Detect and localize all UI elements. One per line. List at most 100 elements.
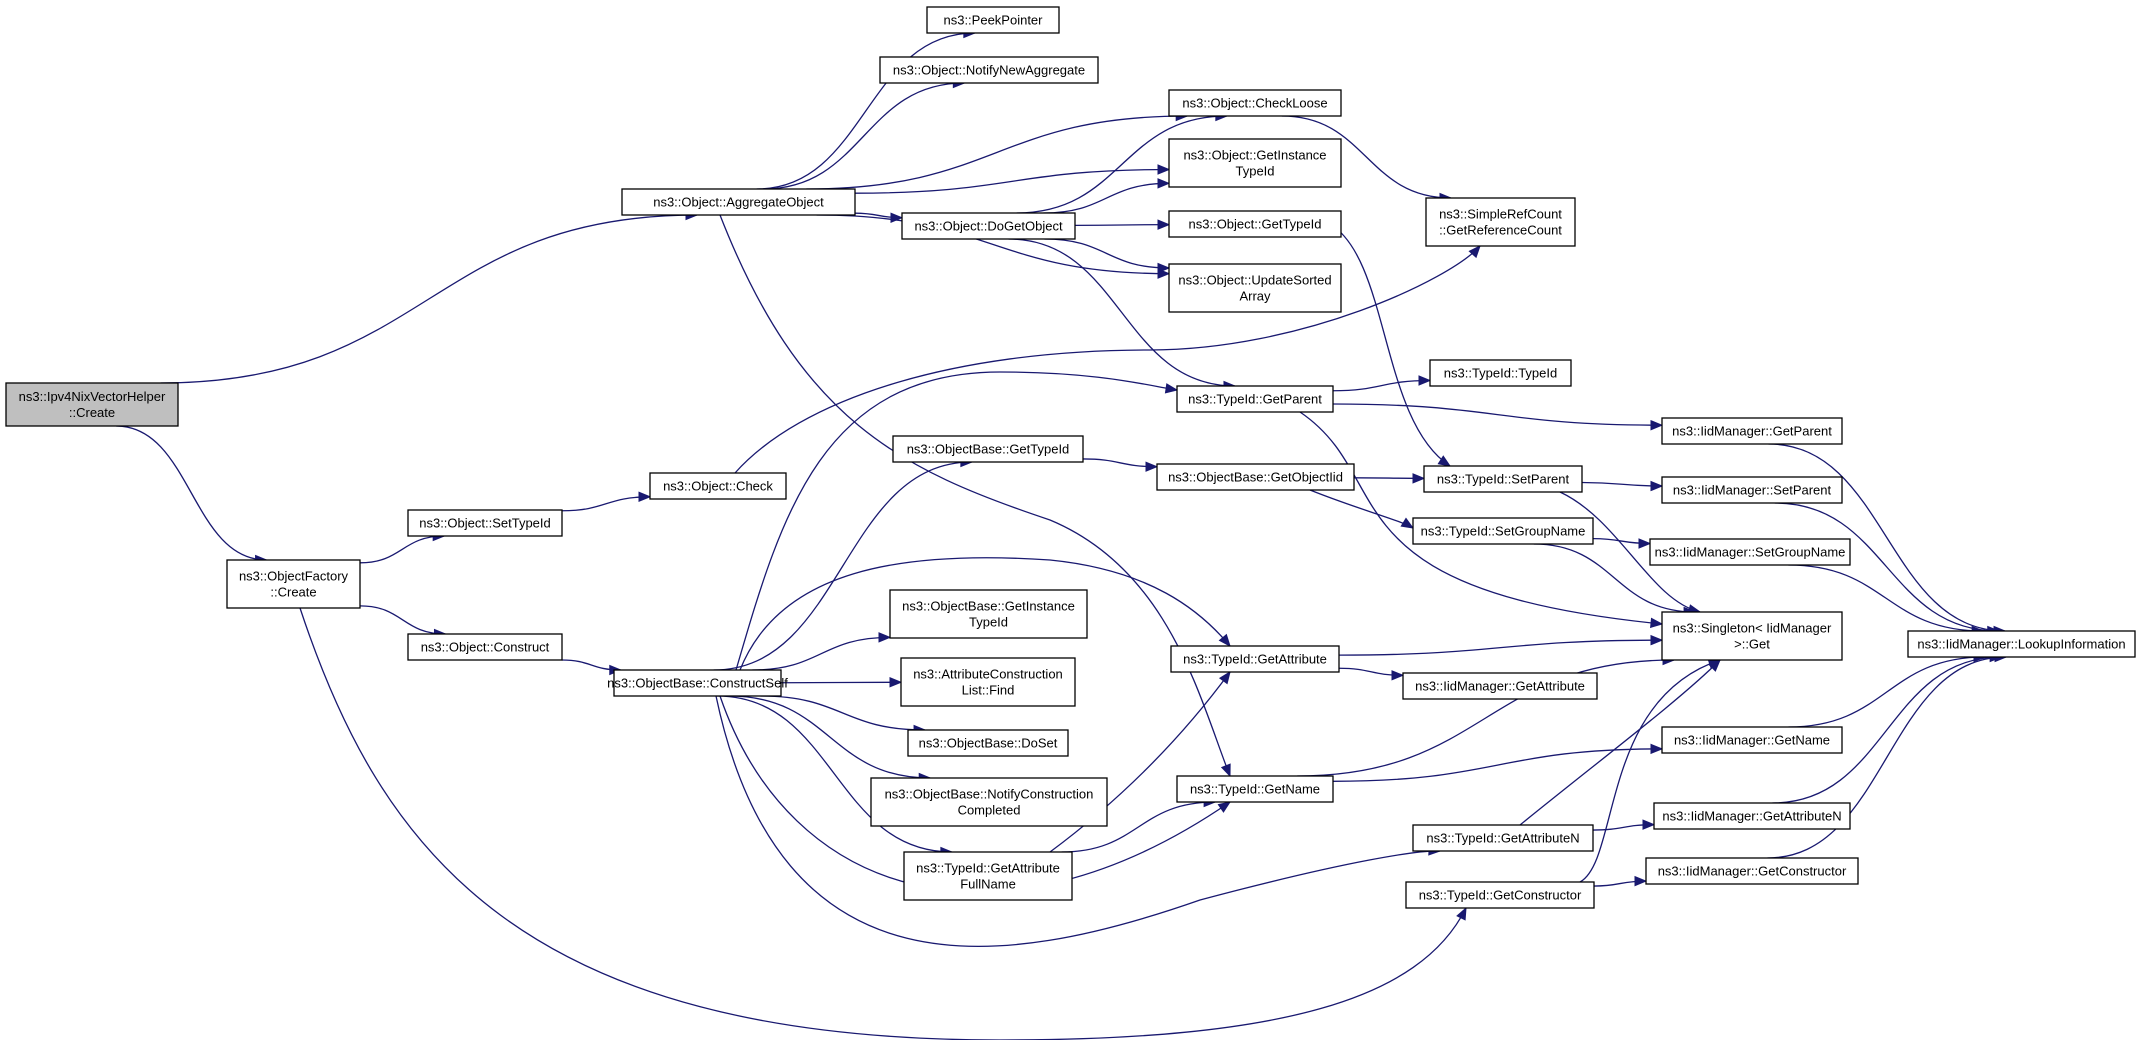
node-iidmanager_getname[interactable]: ns3::IidManager::GetName: [1661, 726, 1843, 754]
edge-objfactory_create-to-typeid_getconstructor: [299, 607, 1467, 1040]
arrow-head-icon: [1164, 383, 1179, 394]
node-box[interactable]: [1168, 138, 1342, 188]
node-box[interactable]: [1176, 775, 1334, 803]
node-box[interactable]: [1645, 857, 1859, 885]
node-label: ns3::TypeId::GetName: [1190, 782, 1320, 797]
node-box[interactable]: [1429, 359, 1572, 387]
node-iidmanager_setparent[interactable]: ns3::IidManager::SetParent: [1661, 476, 1843, 504]
node-iidmanager_getconstructor[interactable]: ns3::IidManager::GetConstructor: [1645, 857, 1859, 885]
node-box[interactable]: [226, 559, 361, 609]
node-object_aggregate[interactable]: ns3::Object::AggregateObject: [621, 188, 856, 216]
node-iidmanager_getattributen[interactable]: ns3::IidManager::GetAttributeN: [1653, 802, 1851, 830]
node-object_check[interactable]: ns3::Object::Check: [649, 472, 787, 500]
node-objbase_constructself[interactable]: ns3::ObjectBase::ConstructSelf: [607, 669, 788, 697]
arrow-head-icon: [1217, 801, 1232, 813]
node-simplerefcount_getreferencecount[interactable]: ns3::SimpleRefCount::GetReferenceCount: [1425, 197, 1576, 247]
node-typeid_getparent[interactable]: ns3::TypeId::GetParent: [1176, 385, 1334, 413]
node-peekpointer[interactable]: ns3::PeekPointer: [926, 6, 1060, 34]
node-typeid_typeid[interactable]: ns3::TypeId::TypeId: [1429, 359, 1572, 387]
node-box[interactable]: [1907, 630, 2136, 658]
node-box[interactable]: [870, 777, 1108, 827]
arrow-head-icon: [1157, 178, 1171, 189]
node-label: ns3::Object::AggregateObject: [653, 195, 824, 210]
node-objbase_gettypeid[interactable]: ns3::ObjectBase::GetTypeId: [892, 435, 1084, 463]
node-box[interactable]: [926, 6, 1060, 34]
node-label: ns3::ObjectFactory: [239, 569, 349, 584]
node-ipv4nix_create[interactable]: ns3::Ipv4NixVectorHelper::Create: [5, 382, 179, 427]
node-label: ns3::IidManager::SetGroupName: [1655, 545, 1846, 560]
node-box[interactable]: [1176, 385, 1334, 413]
edge-typeid_getconstructor-to-singleton_get: [1579, 658, 1722, 883]
node-objfactory_create[interactable]: ns3::ObjectFactory::Create: [226, 559, 361, 609]
node-box[interactable]: [1653, 802, 1851, 830]
arrow-head-icon: [1650, 617, 1664, 629]
node-box[interactable]: [407, 509, 563, 537]
node-box[interactable]: [889, 589, 1088, 639]
node-object_notifynewaggregate[interactable]: ns3::Object::NotifyNewAggregate: [879, 56, 1099, 84]
node-box[interactable]: [903, 851, 1073, 901]
node-box[interactable]: [613, 669, 782, 697]
node-box[interactable]: [1412, 824, 1594, 852]
node-box[interactable]: [5, 382, 179, 427]
node-object_checkloose[interactable]: ns3::Object::CheckLoose: [1168, 89, 1342, 117]
node-box[interactable]: [1405, 881, 1595, 909]
arrow-head-icon: [1218, 670, 1231, 685]
node-typeid_setgroupname[interactable]: ns3::TypeId::SetGroupName: [1412, 517, 1594, 545]
node-box[interactable]: [1412, 517, 1594, 545]
node-box[interactable]: [1661, 726, 1843, 754]
node-box[interactable]: [907, 729, 1069, 757]
node-iidmanager_getattribute[interactable]: ns3::IidManager::GetAttribute: [1402, 672, 1598, 700]
node-box[interactable]: [1661, 417, 1843, 445]
edge-object_aggregate-to-object_notifynewaggregate: [763, 77, 966, 190]
node-typeid_setparent[interactable]: ns3::TypeId::SetParent: [1423, 465, 1583, 493]
node-box[interactable]: [892, 435, 1084, 463]
node-typeid_getconstructor[interactable]: ns3::TypeId::GetConstructor: [1405, 881, 1595, 909]
node-box[interactable]: [1170, 645, 1340, 673]
node-box[interactable]: [879, 56, 1099, 84]
arrow-head-icon: [1650, 634, 1664, 646]
node-box[interactable]: [621, 188, 856, 216]
node-object_gettypeid[interactable]: ns3::Object::GetTypeId: [1168, 210, 1342, 238]
node-box[interactable]: [1649, 538, 1851, 566]
node-objbase_getobjectiid[interactable]: ns3::ObjectBase::GetObjectIid: [1156, 463, 1355, 491]
node-iidmanager_lookupinformation[interactable]: ns3::IidManager::LookupInformation: [1907, 630, 2136, 658]
node-box[interactable]: [901, 212, 1076, 240]
node-iidmanager_setgroupname[interactable]: ns3::IidManager::SetGroupName: [1649, 538, 1851, 566]
node-label: ns3::ObjectBase::GetInstance: [902, 599, 1075, 614]
node-box[interactable]: [1661, 611, 1843, 661]
node-iidmanager_getparent[interactable]: ns3::IidManager::GetParent: [1661, 417, 1843, 445]
arrow-head-icon: [1218, 633, 1231, 648]
edge-typeid_getattribute-to-iidmanager_getattribute: [1338, 667, 1405, 681]
node-box[interactable]: [1423, 465, 1583, 493]
node-box[interactable]: [1425, 197, 1576, 247]
node-box[interactable]: [1168, 263, 1342, 313]
node-box[interactable]: [649, 472, 787, 500]
node-typeid_getattribute[interactable]: ns3::TypeId::GetAttribute: [1170, 645, 1340, 673]
node-box[interactable]: [1661, 476, 1843, 504]
arrow-head-icon: [1157, 219, 1171, 230]
node-typeid_getattributen[interactable]: ns3::TypeId::GetAttributeN: [1412, 824, 1594, 852]
node-objbase_notifyconstructioncompleted[interactable]: ns3::ObjectBase::NotifyConstructionCompl…: [870, 777, 1108, 827]
node-box[interactable]: [1168, 89, 1342, 117]
node-label: ns3::IidManager::GetAttribute: [1415, 679, 1585, 694]
node-typeid_getname[interactable]: ns3::TypeId::GetName: [1176, 775, 1334, 803]
node-box[interactable]: [407, 633, 563, 661]
node-objbase_doset[interactable]: ns3::ObjectBase::DoSet: [907, 729, 1069, 757]
arrow-head-icon: [1145, 461, 1159, 472]
node-box[interactable]: [1156, 463, 1355, 491]
node-box[interactable]: [1402, 672, 1598, 700]
node-box[interactable]: [1168, 210, 1342, 238]
node-box[interactable]: [900, 657, 1076, 707]
node-object_dogetobject[interactable]: ns3::Object::DoGetObject: [901, 212, 1076, 240]
node-label: ::Create: [69, 405, 115, 420]
node-object_construct[interactable]: ns3::Object::Construct: [407, 633, 563, 661]
node-singleton_get[interactable]: ns3::Singleton< IidManager>::Get: [1661, 611, 1843, 661]
edge-ipv4nix_create-to-object_aggregate: [160, 209, 699, 384]
node-object_settypeid[interactable]: ns3::Object::SetTypeId: [407, 509, 563, 537]
